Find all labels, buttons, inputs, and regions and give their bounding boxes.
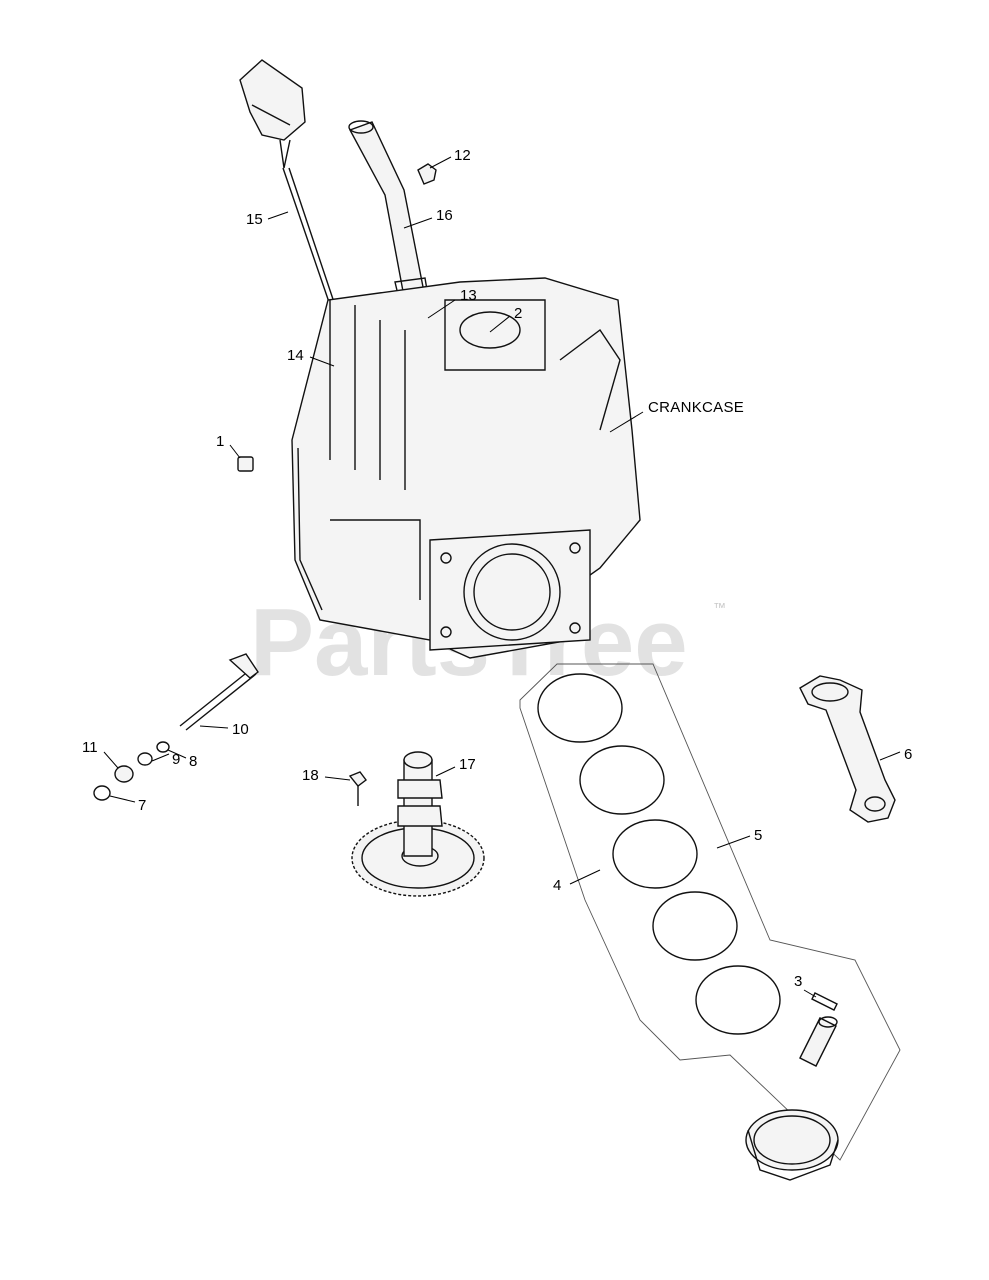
part-8-washer[interactable] bbox=[156, 741, 170, 753]
callout-1[interactable]: 1 bbox=[216, 433, 224, 450]
part-11-nut[interactable] bbox=[114, 765, 134, 783]
crankcase[interactable] bbox=[291, 277, 641, 659]
part-18-bolt[interactable] bbox=[348, 771, 367, 806]
callout-16[interactable]: 16 bbox=[436, 207, 453, 224]
callout-5[interactable]: 5 bbox=[754, 827, 762, 844]
callout-2[interactable]: 2 bbox=[514, 305, 522, 322]
part-3-clip[interactable] bbox=[811, 992, 838, 1011]
part-16-dipstick-tube[interactable] bbox=[348, 120, 429, 304]
callout-15[interactable]: 15 bbox=[246, 211, 263, 228]
callout-8[interactable]: 8 bbox=[189, 753, 197, 770]
callout-10[interactable]: 10 bbox=[232, 721, 249, 738]
callout-7[interactable]: 7 bbox=[138, 797, 146, 814]
callout-14[interactable]: 14 bbox=[287, 347, 304, 364]
callout-9[interactable]: 9 bbox=[172, 751, 180, 768]
piston-pin[interactable] bbox=[799, 1016, 838, 1067]
part-10-push-rod[interactable] bbox=[179, 653, 259, 731]
callout-3[interactable]: 3 bbox=[794, 973, 802, 990]
part-1-plug[interactable] bbox=[237, 456, 254, 472]
piston[interactable] bbox=[745, 1109, 839, 1181]
callout-6[interactable]: 6 bbox=[904, 746, 912, 763]
callout-labels: 1 2 3 4 5 6 7 8 9 10 11 12 13 14 15 16 1… bbox=[82, 147, 912, 990]
callout-13[interactable]: 13 bbox=[460, 287, 477, 304]
leader-lines bbox=[103, 156, 901, 998]
part-12-bolt[interactable] bbox=[417, 163, 437, 185]
crankcase-label: CRANKCASE bbox=[648, 399, 744, 416]
part-4-piston-rings[interactable] bbox=[537, 673, 781, 1035]
callout-12[interactable]: 12 bbox=[454, 147, 471, 164]
part-9-washer[interactable] bbox=[137, 752, 153, 766]
piston-ring-kit-outline bbox=[519, 663, 901, 1161]
part-17-camshaft[interactable] bbox=[351, 751, 485, 897]
part-6-connecting-rod[interactable] bbox=[799, 675, 896, 823]
watermark-trademark: ™ bbox=[713, 600, 726, 615]
callout-17[interactable]: 17 bbox=[459, 756, 476, 773]
callout-18[interactable]: 18 bbox=[302, 767, 319, 784]
part-7-washer[interactable] bbox=[93, 785, 111, 801]
callout-11[interactable]: 11 bbox=[82, 739, 98, 756]
callout-4[interactable]: 4 bbox=[553, 877, 561, 894]
